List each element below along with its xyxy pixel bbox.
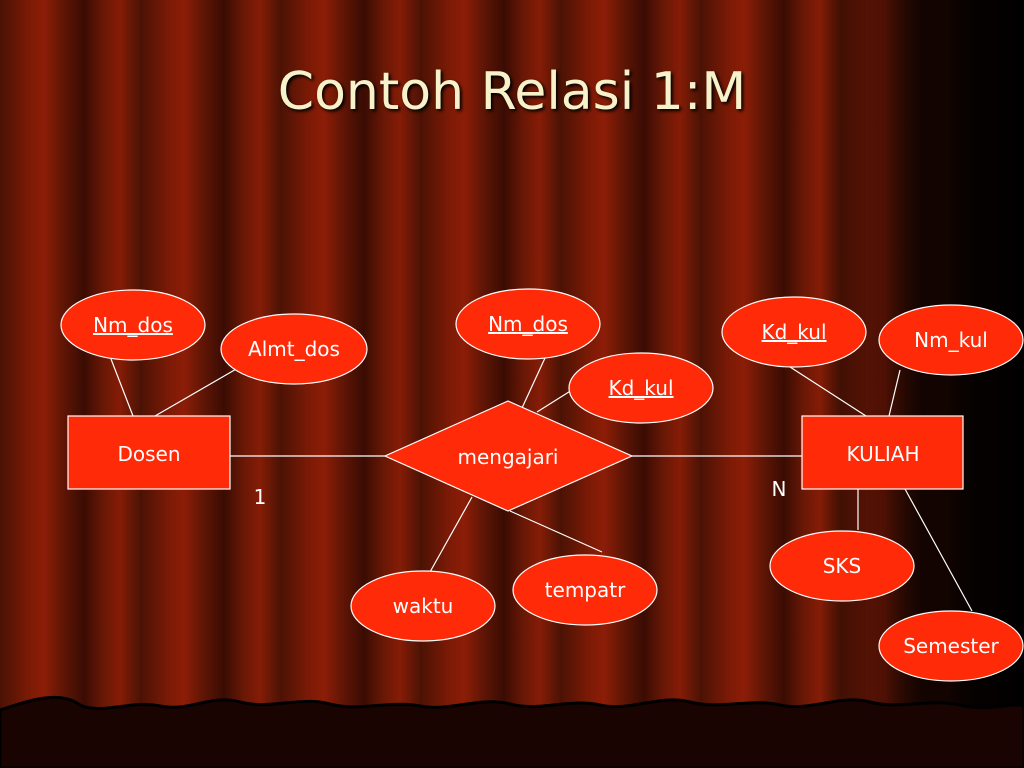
attr-kd-kul-rel-label: Kd_kul — [608, 376, 673, 400]
cardinality-right: N — [772, 477, 787, 501]
link-mengajari-nm-dos — [521, 357, 546, 409]
attr-tempatr-label: tempatr — [545, 578, 626, 602]
attr-semester-shape — [878, 610, 1024, 682]
link-mengajari-tempatr — [509, 510, 603, 553]
attr-sks-shape — [769, 530, 915, 602]
slide-title: Contoh Relasi 1:M — [277, 62, 747, 122]
attr-nm-dos-rel-shape — [455, 288, 601, 360]
link-mengajari-waktu — [429, 496, 473, 573]
link-dosen-nm-dos — [110, 358, 134, 417]
attr-tempatr-shape — [512, 554, 658, 626]
attr-nm-kul-shape — [878, 304, 1024, 376]
attr-waktu-shape — [350, 570, 496, 642]
attr-sks-label: SKS — [823, 554, 862, 578]
relationship-mengajari: mengajari — [383, 400, 634, 512]
link-dosen-almt-dos — [154, 367, 239, 417]
attr-almt-dos-shape — [220, 313, 368, 385]
attr-semester-label: Semester — [903, 634, 999, 658]
attr-almt-dos-label: Almt_dos — [248, 337, 340, 361]
link-kuliah-kd-kul — [786, 364, 867, 417]
link-mengajari-kd-kul — [536, 389, 573, 413]
link-kuliah-semester — [904, 488, 973, 612]
entity-kuliah-label: KULIAH — [847, 442, 920, 466]
entity-dosen: Dosen — [67, 415, 231, 490]
entity-dosen-label: Dosen — [117, 442, 180, 466]
curtain-bottom-edge — [0, 695, 1024, 768]
attr-kd-kul-kuliah-label: Kd_kul — [761, 320, 826, 344]
attr-kd-kul-kuliah-shape — [721, 296, 867, 368]
attr-nm-dos-dosen-shape — [60, 289, 206, 361]
attr-nm-kul-label: Nm_kul — [914, 328, 988, 352]
relationship-mengajari-label: mengajari — [457, 445, 558, 469]
attr-nm-dos-rel-label: Nm_dos — [488, 312, 568, 336]
cardinality-left: 1 — [254, 485, 267, 509]
attr-nm-dos-dosen-label: Nm_dos — [93, 313, 173, 337]
link-kuliah-nm-kul — [888, 369, 901, 417]
entity-kuliah: KULIAH — [801, 415, 964, 490]
attr-kd-kul-rel-shape — [568, 352, 714, 424]
attr-waktu-label: waktu — [393, 594, 454, 618]
